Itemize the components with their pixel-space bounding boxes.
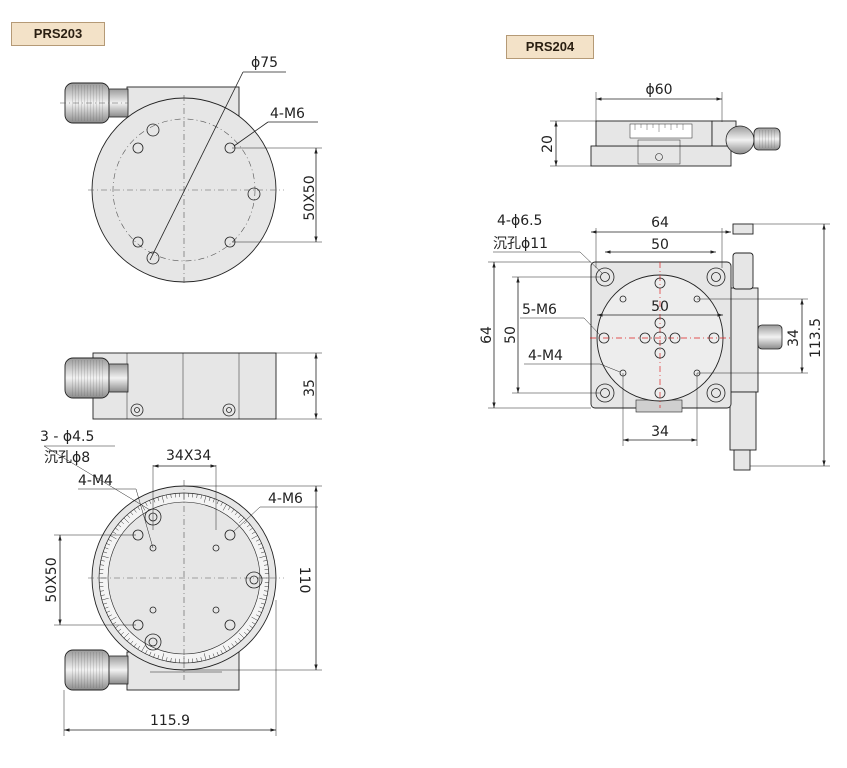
prs203-m6-label: 4-M6 — [268, 491, 303, 507]
prs203-bottom-view: 3 - ϕ4.5 沉孔ϕ8 34X34 4-M4 4-M6 50X50 110 … — [40, 429, 322, 736]
prs204-height-inner-label: 50 — [503, 326, 519, 344]
prs204-dia-label: ϕ60 — [645, 82, 672, 98]
prs204-height-outer-label: 64 — [479, 326, 495, 344]
prs203-holes-label: 3 - ϕ4.5 — [40, 429, 94, 445]
prs203-width-label: 115.9 — [150, 713, 190, 729]
prs203-m4-label: 4-M4 — [78, 473, 113, 489]
prs204-inner-circle-label: 50 — [651, 299, 669, 315]
prs203-thread-label: 4-M6 — [270, 106, 305, 122]
prs204-holes-label: 4-ϕ6.5 — [497, 213, 542, 229]
prs203-side-view: 35 — [64, 352, 322, 420]
prs203-height-label: 35 — [302, 379, 318, 397]
knob-icon — [757, 324, 783, 350]
prs204-side-view: ϕ60 20 — [540, 82, 781, 167]
prs203-tag: PRS203 — [11, 22, 105, 46]
prs203-dia-bottom-label: 110 — [296, 567, 312, 594]
prs204-right-pitch-label: 34 — [786, 329, 802, 347]
prs204-m4-label: 4-M4 — [528, 348, 563, 364]
prs203-top-view: ϕ75 4-M6 50X50 — [60, 55, 322, 285]
prs203-dia-label: ϕ75 — [251, 55, 278, 71]
prs204-width-inner-label: 50 — [651, 237, 669, 253]
prs203-pitch-left-label: 50X50 — [44, 557, 60, 602]
prs204-counterbore-label: 沉孔ϕ11 — [493, 236, 548, 252]
prs204-width-outer-label: 64 — [651, 215, 669, 231]
prs204-m6-label: 5-M6 — [522, 302, 557, 318]
prs204-bottom-pitch-label: 34 — [651, 424, 669, 440]
prs204-plan-view: 64 50 50 4-ϕ6.5 沉孔ϕ11 5-M6 4-M4 64 50 34… — [479, 213, 830, 471]
prs204-tag: PRS204 — [506, 35, 594, 59]
prs203-pitch-label: 50X50 — [302, 175, 318, 220]
prs204-height-label: 20 — [540, 135, 556, 153]
prs204-total-height-label: 113.5 — [808, 318, 824, 358]
prs203-pitch-top-label: 34X34 — [166, 448, 211, 464]
prs203-counterbore-label: 沉孔ϕ8 — [44, 450, 90, 466]
